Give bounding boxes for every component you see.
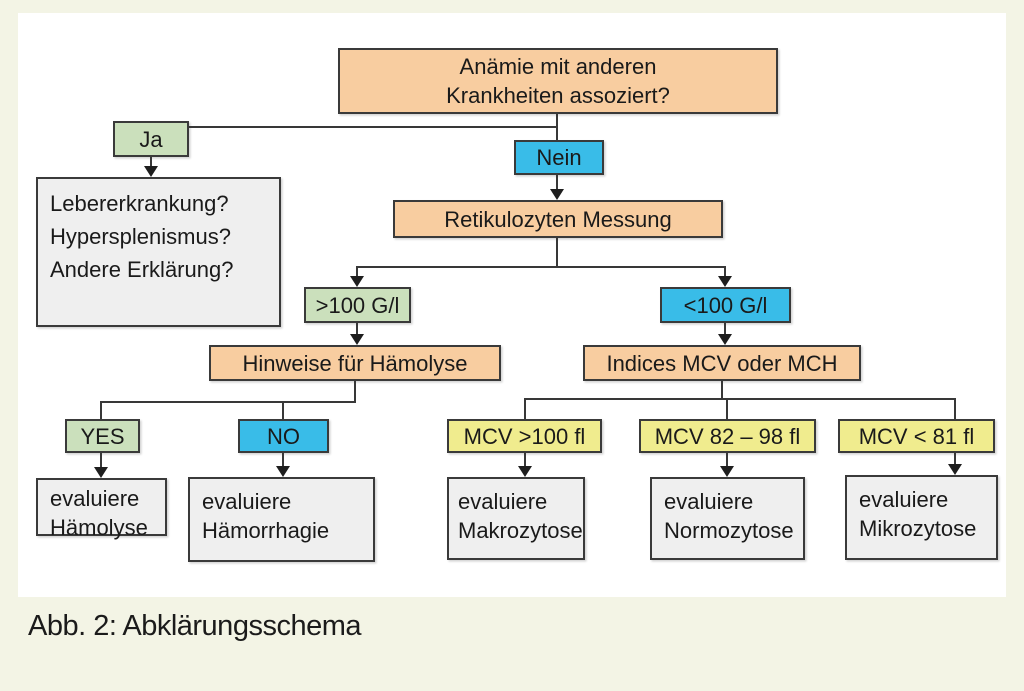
node-anaemie-root-line2: Krankheiten assoziert? — [446, 83, 670, 108]
arrowhead-reti-low — [718, 276, 732, 287]
differential-line1: Lebererkrankung? — [50, 191, 229, 216]
node-reti-above-100: >100 G/l — [304, 287, 411, 323]
arrowhead-differential — [144, 166, 158, 177]
node-yes: YES — [65, 419, 140, 453]
arrowhead-ev-mikrozytose — [948, 464, 962, 475]
mcv-normal-label: MCV 82 – 98 fl — [654, 423, 801, 449]
node-evaluiere-mikrozytose: evaluiere Mikrozytose — [845, 475, 998, 560]
mcv-low-label: MCV < 81 fl — [858, 423, 975, 449]
arrowhead-ev-makrozytose — [518, 466, 532, 477]
node-retikulozyten-messung: Retikulozyten Messung — [393, 200, 723, 238]
differential-line2: Hypersplenismus? — [50, 224, 231, 249]
arrowhead-ev-haemolyse — [94, 467, 108, 478]
ev-haemorrhagie-line2: Hämorrhagie — [202, 518, 330, 543]
connector-reti-high-to-hinweise — [356, 323, 358, 335]
arrowhead-indices — [718, 334, 732, 345]
connector-drop-mcv-normal — [726, 398, 728, 419]
yes-label: YES — [80, 423, 125, 449]
node-hinweise-haemolyse: Hinweise für Hämolyse — [209, 345, 501, 381]
arrowhead-hinweise — [350, 334, 364, 345]
node-no: NO — [238, 419, 329, 453]
connector-drop-reti-high — [356, 266, 358, 278]
connector-nein-to-retikulozyten — [556, 175, 558, 191]
connector-drop-no — [282, 401, 284, 419]
node-reti-below-100: <100 G/l — [660, 287, 791, 323]
node-evaluiere-haemorrhagie: evaluiere Hämorrhagie — [188, 477, 375, 562]
connector-no-to-haemorrhagie — [282, 453, 284, 468]
node-anaemie-root: Anämie mit anderen Krankheiten assoziert… — [338, 48, 778, 114]
node-evaluiere-haemolyse: evaluiere Hämolyse — [36, 478, 167, 540]
arrowhead-retikulozyten — [550, 189, 564, 200]
connector-drop-mcv-low — [954, 398, 956, 419]
reti-low-label: <100 G/l — [683, 292, 768, 318]
arrowhead-ev-normozytose — [720, 466, 734, 477]
connector-indices-branch — [524, 398, 956, 400]
differential-line3: Andere Erklärung? — [50, 257, 234, 282]
ev-normozytose-line2: Normozytose — [664, 518, 794, 543]
node-mcv-below-81: MCV < 81 fl — [838, 419, 995, 453]
arrowhead-ev-haemorrhagie — [276, 466, 290, 477]
connector-drop-mcv-high — [524, 398, 526, 419]
mcv-high-label: MCV >100 fl — [463, 423, 586, 449]
ev-mikrozytose-line1: evaluiere — [859, 487, 949, 512]
node-anaemie-root-line1: Anämie mit anderen — [459, 54, 657, 79]
hinweise-label: Hinweise für Hämolyse — [242, 350, 468, 376]
ev-haemolyse-line1: evaluiere — [50, 486, 140, 511]
no-label: NO — [267, 423, 300, 449]
connector-mcv-normal-to-normozytose — [726, 453, 728, 468]
node-nein-label: Nein — [536, 145, 582, 170]
indices-label: Indices MCV oder MCH — [606, 350, 838, 376]
ev-haemolyse-line2: Hämolyse — [50, 515, 148, 540]
connector-reti-low-to-indices — [724, 323, 726, 335]
connector-retikulozyten-branch — [356, 266, 726, 268]
node-evaluiere-makrozytose: evaluiere Makrozytose — [447, 477, 585, 560]
node-mcv-above-100: MCV >100 fl — [447, 419, 602, 453]
node-nein: Nein — [514, 140, 604, 175]
node-evaluiere-normozytose: evaluiere Normozytose — [650, 477, 805, 560]
node-ja-label: Ja — [139, 126, 163, 152]
retikulozyten-label: Retikulozyten Messung — [444, 206, 672, 232]
reti-high-label: >100 G/l — [315, 292, 400, 318]
figure-caption: Abb. 2: Abklärungsschema — [28, 610, 361, 642]
ev-mikrozytose-line2: Mikrozytose — [859, 516, 977, 541]
ev-normozytose-line1: evaluiere — [664, 489, 754, 514]
connector-ja-to-differential — [150, 157, 152, 169]
connector-drop-reti-low — [724, 266, 726, 278]
arrowhead-reti-high — [350, 276, 364, 287]
connector-drop-yes — [100, 401, 102, 419]
connector-root-to-ja — [189, 126, 558, 128]
connector-mcv-low-to-mikrozytose — [954, 453, 956, 466]
connector-hinweise-branch — [100, 401, 356, 403]
connector-yes-to-haemolyse — [100, 453, 102, 469]
node-indices-mcv-mch: Indices MCV oder MCH — [583, 345, 861, 381]
ev-makrozytose-line2: Makrozytose — [458, 518, 583, 543]
node-differential-diagnosis: Lebererkrankung? Hypersplenismus? Andere… — [36, 177, 281, 327]
connector-hinweise-stem — [354, 381, 356, 403]
ev-makrozytose-line1: evaluiere — [458, 489, 548, 514]
connector-retikulozyten-stem — [556, 238, 558, 266]
node-mcv-82-98: MCV 82 – 98 fl — [639, 419, 816, 453]
ev-haemorrhagie-line1: evaluiere — [202, 489, 292, 514]
node-ja: Ja — [113, 121, 189, 157]
connector-indices-stem — [721, 381, 723, 400]
connector-mcv-high-to-makrozytose — [524, 453, 526, 468]
